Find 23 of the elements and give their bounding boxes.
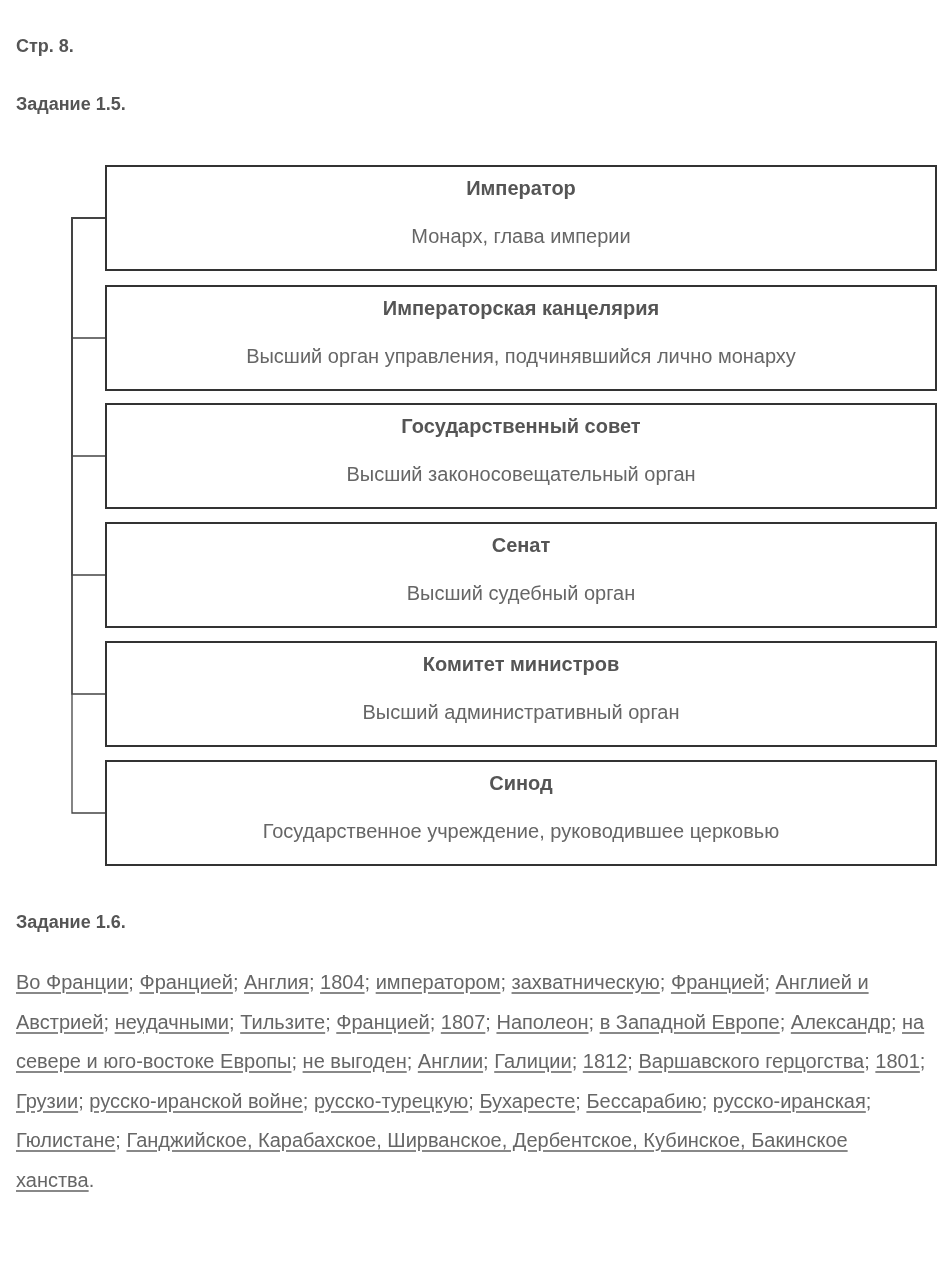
node-description: Государственное учреждение, руководившее церковью: [261, 820, 781, 843]
node-description: Высший административный орган: [361, 701, 681, 724]
page-number: Стр. 8.: [16, 36, 74, 57]
org-box: [105, 403, 937, 509]
answer-paragraph: Во Франции; Францией; Англия; 1804; императором; захватническую; Францией; Англией и Австрией; неудачными; Тильзите; Францией; 1807; Наполеон; в Западной Европе; Александр; на севере и юго-востоке Европы; не выгоден; Англии; Галиции; 1812; Варшавского герцогства; 1801; Грузии; русско-иранской войне; русско-турецкую; Бухаресте; Бессарабию; русско-иранская; Гюлистане; Ганджийское, Карабахское, Ширванское, Дербентское, Кубинское, Бакинское ханства.: [16, 970, 927, 1193]
org-box: [105, 165, 937, 271]
node-description: Высший законосовещательный орган: [345, 463, 697, 486]
org-box: [105, 641, 937, 747]
org-box: [105, 760, 937, 866]
node-description: Высший судебный орган: [405, 582, 637, 605]
org-box: [105, 522, 937, 628]
node-title: Комитет министров: [421, 653, 621, 676]
node-title: Государственный совет: [400, 415, 642, 438]
node-title: Синод: [488, 772, 554, 795]
org-box: [105, 285, 937, 391]
task-heading: Задание 1.6.: [16, 912, 126, 933]
node-title: Сенат: [490, 534, 552, 557]
node-title: Императорская канцелярия: [381, 297, 661, 320]
connector-line: [71, 217, 106, 814]
node-description: Высший орган управления, подчинявшийся лично монарху: [245, 345, 797, 368]
node-title: Император: [465, 177, 577, 200]
node-description: Монарх, глава империи: [410, 225, 632, 248]
task-heading: Задание 1.5.: [16, 94, 126, 115]
